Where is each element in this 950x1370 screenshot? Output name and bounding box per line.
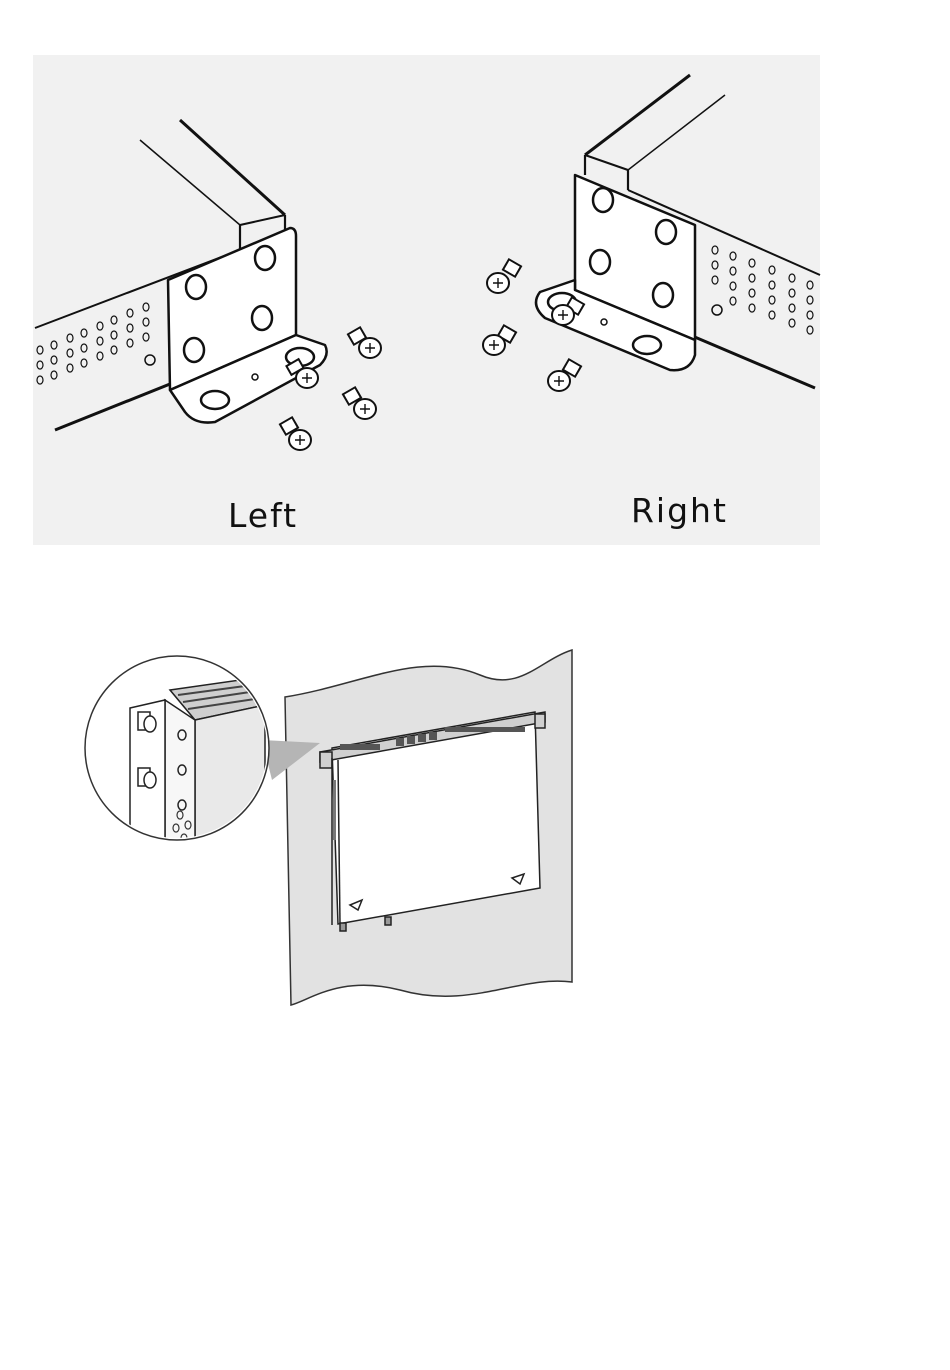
screw-icon [483, 325, 516, 355]
screw-icon [548, 359, 581, 391]
left-bracket-icon [168, 228, 327, 423]
screw-icon [487, 259, 521, 293]
screw-icon [280, 417, 311, 450]
right-label: Right [631, 491, 728, 530]
screw-icon [343, 387, 376, 419]
magnifier-callout [85, 656, 269, 860]
screw-icon [348, 327, 381, 358]
right-vent-holes [712, 246, 813, 334]
right-chassis-screw-icon [712, 305, 722, 315]
right-bracket-icon [536, 175, 695, 370]
left-label: Left [228, 496, 298, 535]
left-chassis-screw-icon [145, 355, 155, 365]
left-vent-holes [37, 303, 149, 384]
